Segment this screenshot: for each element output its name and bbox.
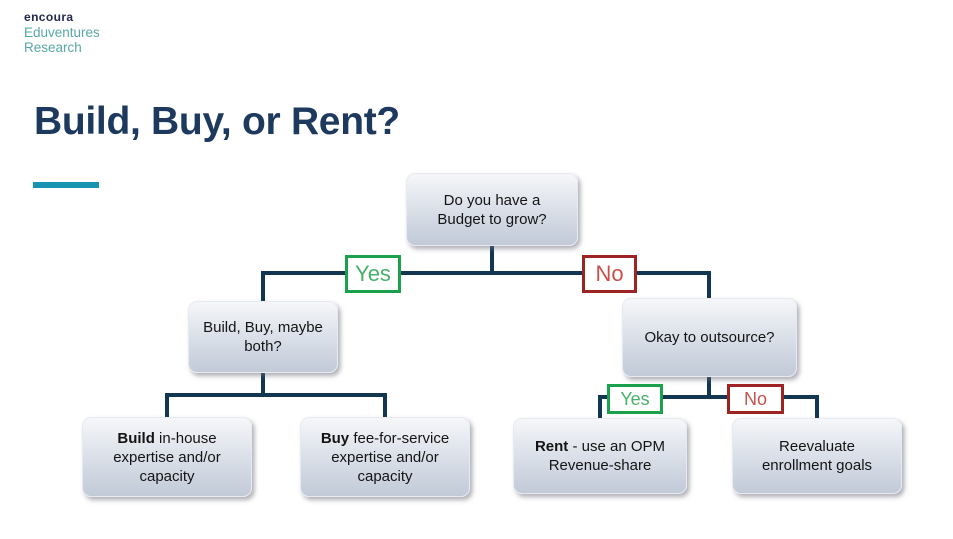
- connector-right-drop: [707, 271, 711, 301]
- node-text-rest: - use an OPM: [568, 438, 666, 455]
- node-build-leaf: Build in-house expertise and/or capacity: [82, 417, 252, 497]
- node-text-rest: fee-for-service: [349, 429, 450, 447]
- connector-buy-drop: [383, 393, 387, 420]
- slide-title: Build, Buy, or Rent?: [34, 100, 400, 143]
- node-text-line: Reevaluate: [779, 438, 855, 455]
- node-text-rest: in-house: [154, 429, 217, 447]
- node-text-line: Okay to outsource?: [644, 329, 775, 346]
- node-build-buy-question: Build, Buy, maybe both?: [188, 301, 338, 373]
- node-text-line: Buy fee-for-service: [321, 429, 449, 448]
- node-text-line: Build in-house: [117, 429, 216, 448]
- node-text-line: Build, Buy, maybe: [203, 319, 323, 336]
- title-accent-bar: [33, 182, 99, 188]
- node-text-line: Do you have a: [443, 191, 541, 209]
- node-outsource-question: Okay to outsource?: [622, 298, 797, 377]
- node-bold-keyword: Rent: [534, 438, 569, 455]
- node-text-line: expertise and/or: [113, 448, 221, 466]
- connector-rent-drop: [598, 395, 602, 421]
- connector-buildbuy-stem: [261, 371, 265, 397]
- logo: encoura Eduventures Research: [24, 10, 100, 54]
- node-bold-keyword: Buy: [320, 429, 350, 447]
- branch-label-yes-2: Yes: [607, 384, 663, 414]
- node-rent-leaf: Rent - use an OPM Revenue-share: [513, 418, 687, 494]
- branch-label-no-1: No: [582, 255, 637, 293]
- logo-research: Research: [24, 40, 82, 55]
- node-text-line: Rent - use an OPM: [535, 437, 665, 456]
- logo-eduventures: Eduventures: [24, 25, 100, 40]
- node-text-line: expertise and/or: [331, 448, 439, 466]
- node-text-line: capacity: [139, 467, 195, 485]
- connector-right-horizontal: [598, 395, 819, 399]
- node-buy-leaf: Buy fee-for-service expertise and/or cap…: [300, 417, 470, 497]
- connector-root-stem: [490, 245, 494, 275]
- node-bold-keyword: Build: [117, 429, 155, 447]
- branch-label-no-2: No: [727, 384, 784, 414]
- connector-build-drop: [165, 393, 169, 420]
- branch-label-yes-1: Yes: [345, 255, 401, 293]
- logo-encoura: encoura: [24, 10, 74, 24]
- connector-left-horizontal: [165, 393, 387, 397]
- connector-outsource-stem: [707, 375, 711, 399]
- connector-level1-horizontal: [261, 271, 711, 275]
- node-text-line: enrollment goals: [761, 457, 873, 474]
- connector-reevaluate-drop: [815, 395, 819, 421]
- node-text-line: both?: [244, 338, 282, 355]
- node-budget-question: Do you have a Budget to grow?: [406, 173, 578, 246]
- node-text-line: capacity: [357, 467, 413, 485]
- connector-left-drop: [261, 271, 265, 303]
- node-text-line: Revenue-share: [548, 457, 652, 474]
- node-text-line: Budget to grow?: [437, 210, 547, 228]
- node-reevaluate-leaf: Reevaluate enrollment goals: [732, 418, 902, 494]
